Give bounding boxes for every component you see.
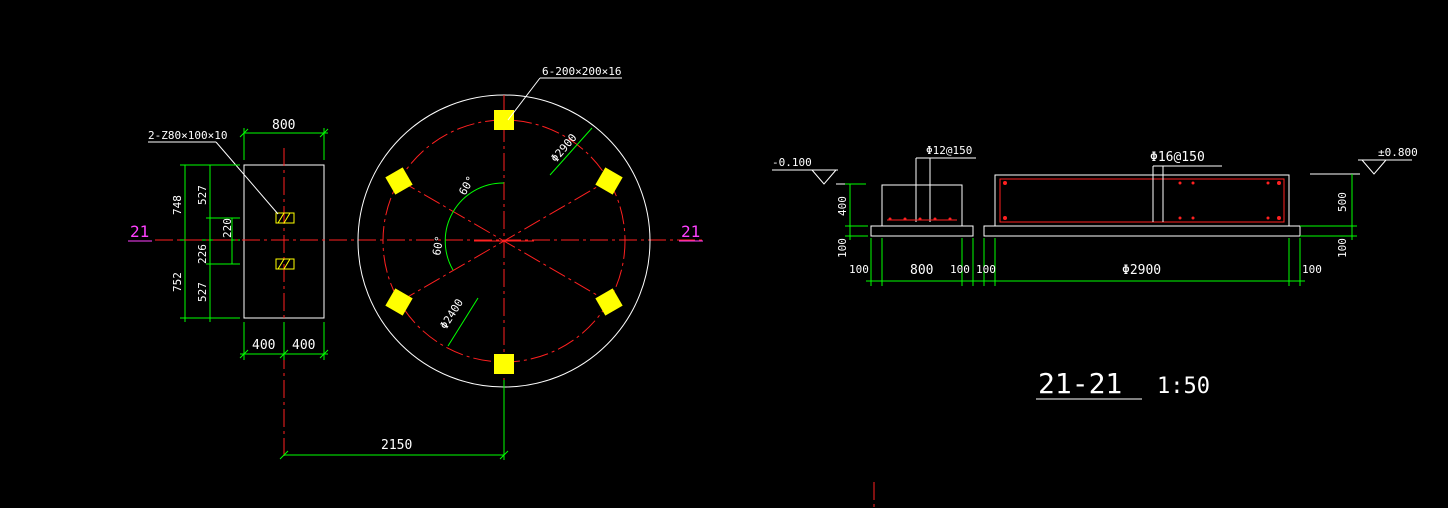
inner-dia-label: Φ2400 bbox=[438, 297, 467, 332]
pier-mid-label: 220 bbox=[221, 218, 234, 238]
pier-mid-lower-label: 226 bbox=[196, 244, 209, 264]
section-pier-base bbox=[870, 225, 974, 237]
level-left-label: -0.100 bbox=[772, 156, 812, 169]
pier-upper-label: 748 bbox=[171, 195, 184, 215]
angle-arc-lower bbox=[444, 211, 454, 271]
section-view: -0.100 ±0.800 Φ12@150 Φ16@150 bbox=[772, 144, 1418, 286]
left-height-lower-label: 100 bbox=[836, 238, 849, 258]
pier-plan: 2-Z80×100×10 800 400 400 748 527 220 226… bbox=[148, 118, 329, 460]
pier-plate-bottom bbox=[275, 258, 295, 270]
section-mark-right: 21 bbox=[681, 222, 700, 241]
section-title: 21-21 1:50 bbox=[1036, 367, 1210, 400]
bottom-dim-2: 100 bbox=[950, 263, 970, 276]
circle-plan: 6-200×200×16 Φ2900 Φ2400 60° 60° 2150 bbox=[279, 65, 651, 460]
section-slab-base bbox=[983, 225, 1301, 237]
circle-plate-leader bbox=[507, 77, 541, 121]
pier-lower-label: 752 bbox=[171, 272, 184, 292]
rebar-pier-label: Φ12@150 bbox=[926, 144, 972, 157]
plate-upper-right bbox=[595, 167, 623, 195]
level-right-label: ±0.800 bbox=[1378, 146, 1418, 159]
right-height-upper-label: 500 bbox=[1336, 192, 1349, 212]
left-height-upper-label: 400 bbox=[836, 196, 849, 216]
plate-bottom bbox=[494, 354, 514, 374]
pier-bottom-right-label: 400 bbox=[292, 338, 315, 353]
slab-rebar-cage bbox=[999, 178, 1285, 223]
section-scale-label: 1:50 bbox=[1157, 374, 1210, 399]
plate-upper-left bbox=[385, 167, 413, 195]
pier-upper-inner-label: 527 bbox=[196, 185, 209, 205]
section-mark-left: 21 bbox=[130, 222, 149, 241]
pier-plate-callout: 2-Z80×100×10 bbox=[148, 129, 227, 142]
bottom-dim-4: Φ2900 bbox=[1122, 263, 1161, 278]
bottom-dim-0: 100 bbox=[849, 263, 869, 276]
pier-lower-inner-label: 527 bbox=[196, 282, 209, 302]
plate-lower-left bbox=[385, 288, 413, 316]
angle-lower-label: 60° bbox=[430, 235, 446, 257]
angle-arc-upper bbox=[452, 182, 505, 213]
pier-plate-top bbox=[275, 212, 295, 224]
rebar-slab-label: Φ16@150 bbox=[1150, 150, 1205, 165]
pier-bottom-left-label: 400 bbox=[252, 338, 275, 353]
section-title-label: 21-21 bbox=[1038, 367, 1122, 400]
section-slab bbox=[994, 174, 1290, 227]
plate-top bbox=[494, 110, 514, 130]
spacing-label: 2150 bbox=[381, 438, 412, 453]
bottom-dim-1: 800 bbox=[910, 263, 933, 278]
bottom-dim-3: 100 bbox=[976, 263, 996, 276]
pier-width-label: 800 bbox=[272, 118, 295, 133]
plate-lower-right bbox=[595, 288, 623, 316]
circle-plate-callout: 6-200×200×16 bbox=[542, 65, 621, 78]
right-height-lower-label: 100 bbox=[1336, 238, 1349, 258]
bottom-dim-5: 100 bbox=[1302, 263, 1322, 276]
angle-upper-label: 60° bbox=[456, 174, 477, 198]
